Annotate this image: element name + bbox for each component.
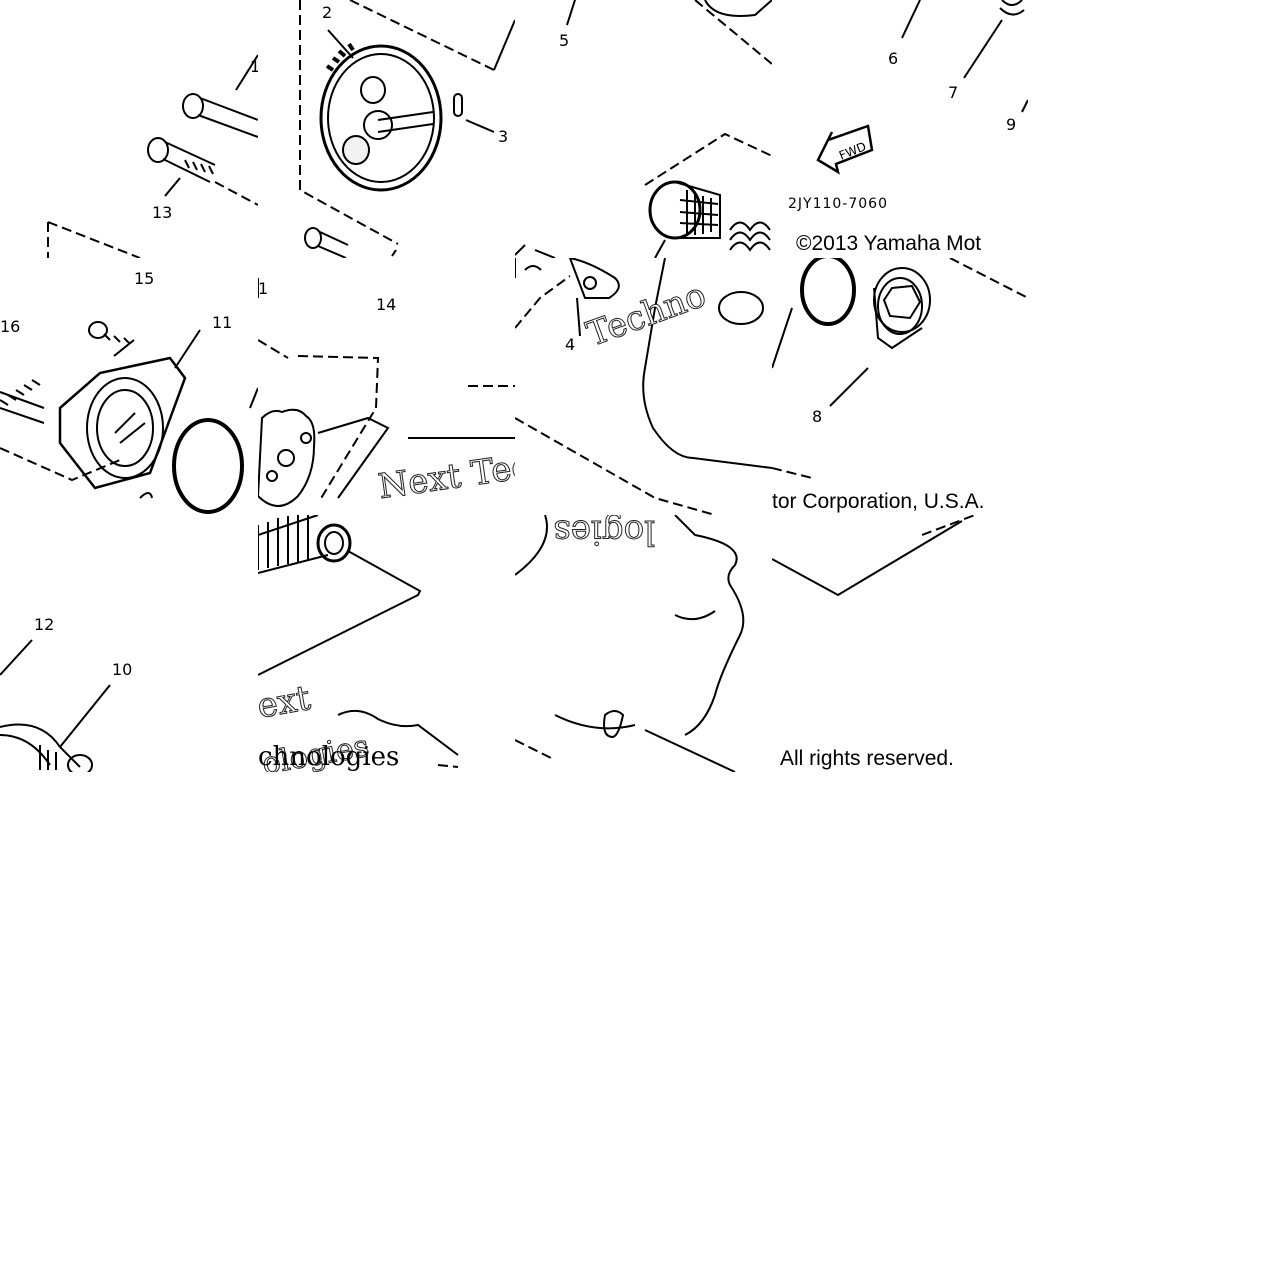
diagram-tile-bolts: 1 13 [0,0,258,258]
cover-drawing: 15 16 11 [0,269,258,514]
callout-2: 2 [322,3,332,22]
diagram-tile-strainer: 5 [515,0,772,258]
watermark-5: chnologies [258,742,399,772]
callout-15: 15 [134,269,154,288]
diagram-tile-gear: 2 3 [258,0,515,258]
drain-plug-drawing: 8 tor Corporation, U.S.A. [772,258,1028,513]
rights-panel: All rights reserved. [772,515,978,770]
strainer-drawing: 5 [515,0,772,258]
callout-14: 14 [376,295,396,314]
crankcase-drawing: 4 Techno [515,258,772,515]
pump-drawing: 1 14 Next Tec [258,278,515,508]
copyright-text-2: tor Corporation, U.S.A. [772,490,984,513]
diagram-tile-element: ext ologies chnologies [258,515,515,772]
callout-3: 3 [498,127,508,146]
diagram-tile-top-right: FWD 6 7 9 2JY110-7060 ©2013 Yamaha Mot [772,0,1028,258]
gear-drawing: 2 3 [299,0,515,258]
callout-1: 1 [250,57,258,76]
callout-12: 12 [34,615,54,634]
callout-11: 11 [212,313,232,332]
callout-7: 7 [948,83,958,102]
diagram-tile-rights: All rights reserved. [772,515,1028,772]
case-outline-drawing: logies [515,515,745,772]
callout-5: 5 [559,31,569,50]
rights-text: All rights reserved. [780,747,954,770]
callout-9: 9 [1006,115,1016,134]
spring-drawing: FWD 6 7 9 2JY110-7060 ©2013 Yamaha Mot [788,0,1028,255]
element-drawing: ext ologies chnologies [258,515,459,772]
copyright-text: ©2013 Yamaha Mot [796,232,981,255]
diagram-tile-crankcase: 4 Techno [515,258,772,515]
watermark-1: Next Tec [376,446,515,507]
filter-drawing: 12 10 [0,615,132,772]
bolts-drawing: 1 13 [47,54,258,258]
diagram-tile-cover: 15 16 11 [0,258,258,515]
watermark-3: ext [258,678,314,727]
callout-10: 10 [112,660,132,679]
fwd-label: FWD [837,139,868,162]
callout-8: 8 [812,407,822,426]
callout-4: 4 [565,335,575,354]
callout-6: 6 [888,49,898,68]
diagram-tile-pump: 1 14 Next Tec [258,258,515,515]
diagram-tile-filter: 12 10 [0,515,258,772]
callout-16: 16 [0,317,20,336]
diagram-tile-drain-plug: 8 tor Corporation, U.S.A. [772,258,1028,515]
callout-13: 13 [152,203,172,222]
callout-1-alt: 1 [258,279,268,298]
drawing-code: 2JY110-7060 [788,196,888,212]
watermark-2: Techno [582,275,712,355]
diagram-tile-case-outline: logies [515,515,772,772]
watermark-6: logies [553,515,655,552]
